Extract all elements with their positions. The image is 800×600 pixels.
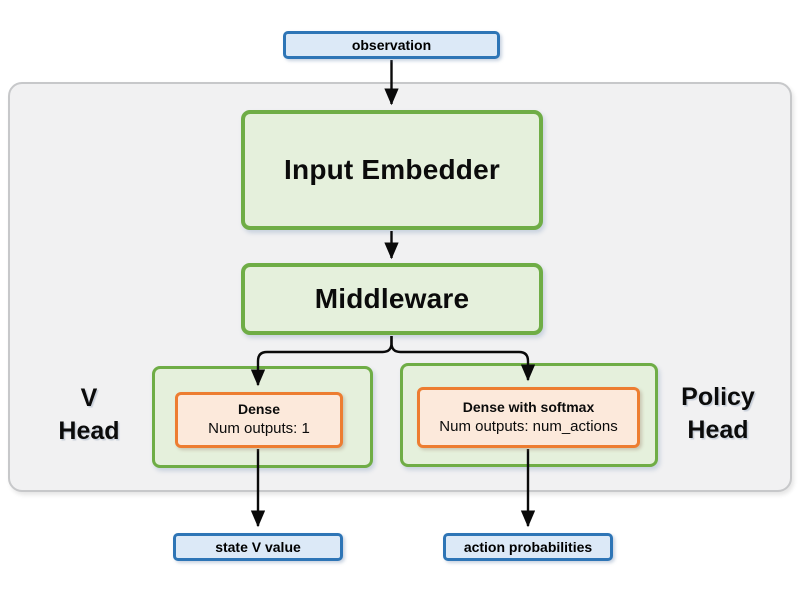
v-head-label: V Head xyxy=(38,382,140,447)
node-v-dense: Dense Num outputs: 1 xyxy=(175,392,343,448)
node-observation: observation xyxy=(283,31,500,59)
v-dense-title: Dense xyxy=(237,401,281,418)
v-head-label-line1: V xyxy=(80,384,98,412)
node-action-probabilities-label: action probabilities xyxy=(463,539,593,555)
node-middleware-label: Middleware xyxy=(314,283,470,314)
node-observation-label: observation xyxy=(351,37,432,53)
node-input-embedder: Input Embedder xyxy=(241,110,543,230)
v-head-label-line2: Head xyxy=(58,416,120,445)
policy-head-label-line2: Head xyxy=(687,415,749,444)
v-dense-subtitle: Num outputs: 1 xyxy=(208,420,310,438)
policy-head-label: Policy Head xyxy=(662,381,774,446)
node-middleware: Middleware xyxy=(241,263,543,335)
node-policy-dense: Dense with softmax Num outputs: num_acti… xyxy=(417,387,640,448)
node-state-v-value-label: state V value xyxy=(215,539,301,555)
node-input-embedder-label: Input Embedder xyxy=(284,154,500,185)
policy-dense-title: Dense with softmax xyxy=(462,398,595,415)
policy-head-label-line1: Policy xyxy=(681,383,755,411)
node-state-v-value: state V value xyxy=(173,533,343,561)
policy-dense-subtitle: Num outputs: num_actions xyxy=(439,417,618,435)
node-action-probabilities: action probabilities xyxy=(443,533,613,561)
